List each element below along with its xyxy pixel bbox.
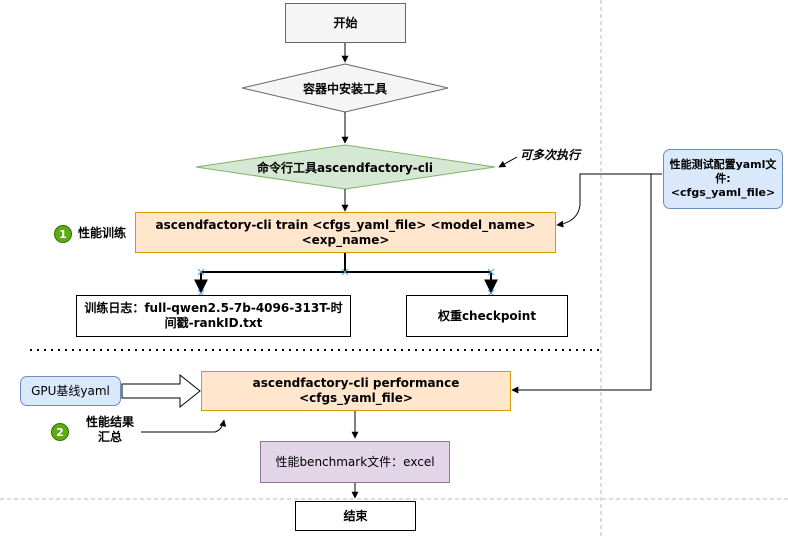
gpu-baseline-label: GPU基线yaml xyxy=(31,383,110,398)
start-node: 开始 xyxy=(285,3,406,43)
train-log-label: 训练日志：full-qwen2.5-7b-4096-313T-时间戳-rankI… xyxy=(84,301,343,330)
arrow-summary xyxy=(141,419,227,433)
end-label: 结束 xyxy=(343,508,368,523)
config-file-node: 性能测试配置yaml文件: <cfgs_yaml_file> xyxy=(663,149,783,209)
weights-checkpoint-node: 权重checkpoint xyxy=(406,295,568,337)
train-command-label: ascendfactory-cli train <cfgs_yaml_file>… xyxy=(155,217,536,247)
benchmark-file-label: 性能benchmark文件：excel xyxy=(275,454,435,469)
arrow-repeat-note xyxy=(498,156,518,168)
install-node-label: 容器中安装工具 xyxy=(302,81,387,96)
perf-train-label: 性能训练 xyxy=(78,226,127,240)
train-command-node: ascendfactory-cli train <cfgs_yaml_file>… xyxy=(135,212,556,253)
performance-command-node: ascendfactory-cli performance <cfgs_yaml… xyxy=(201,371,511,411)
gpu-baseline-node: GPU基线yaml xyxy=(20,376,121,406)
benchmark-file-node: 性能benchmark文件：excel xyxy=(260,441,450,483)
summary-label: 性能结果汇总 xyxy=(85,415,134,444)
performance-command-label: ascendfactory-cli performance <cfgs_yaml… xyxy=(252,376,460,405)
cli-node-label: 命令行工具ascendfactory-cli xyxy=(256,160,434,175)
start-label: 开始 xyxy=(333,15,358,30)
weights-checkpoint-label: 权重checkpoint xyxy=(437,308,537,323)
arrow-config-to-performance xyxy=(511,173,662,394)
end-node: 结束 xyxy=(295,501,416,531)
train-log-node: 训练日志：full-qwen2.5-7b-4096-313T-时间戳-rankI… xyxy=(76,295,351,337)
config-file-label: 性能测试配置yaml文件: <cfgs_yaml_file> xyxy=(669,158,777,199)
gpu-baseline-hollow-arrow xyxy=(121,373,201,409)
step-two-badge: 2 xyxy=(51,423,69,441)
step-one-badge: 1 xyxy=(54,225,72,243)
repeat-note: 可多次执行 xyxy=(520,148,581,162)
arrow-config-to-train xyxy=(556,173,662,228)
connection-points xyxy=(197,268,495,297)
branch-train-outputs xyxy=(201,253,491,273)
